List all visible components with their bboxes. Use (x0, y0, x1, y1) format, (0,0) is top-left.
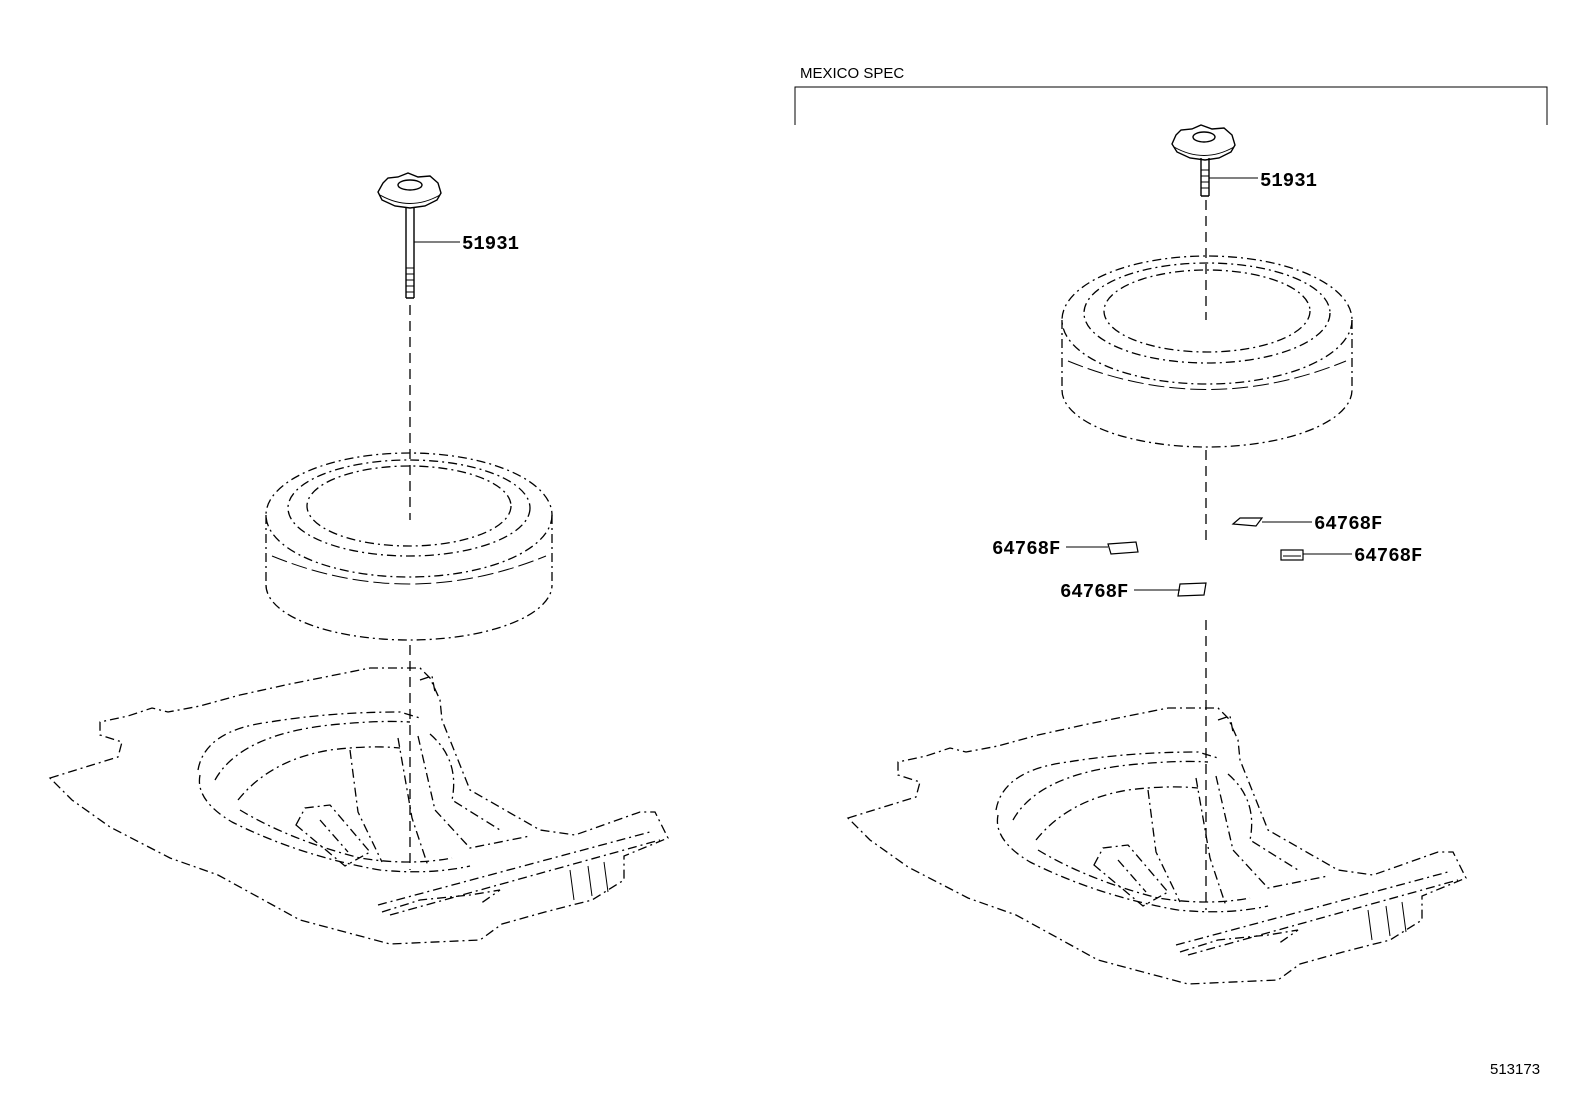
right-floor-pan (846, 707, 1467, 985)
reference-number: 513173 (1490, 1061, 1540, 1078)
right-spare-tire (1061, 255, 1353, 448)
left-spare-tire (265, 452, 553, 641)
right-bolt-part-number: 51931 (1260, 170, 1317, 192)
pad-part-number-1: 64768F (1314, 513, 1382, 535)
pad-part-number-3: 64768F (992, 538, 1060, 560)
left-hold-down-bolt (377, 172, 442, 299)
spec-heading: MEXICO SPEC (800, 65, 904, 82)
pad-left: 64768F (992, 538, 1139, 560)
pad-upper-right: 64768F (1231, 513, 1382, 535)
right-assembly: MEXICO SPEC 51931 64768 (794, 65, 1548, 985)
pad-lower-center: 64768F (1060, 581, 1207, 603)
right-hold-down-bolt (1171, 124, 1236, 197)
spec-bracket (794, 86, 1548, 125)
pad-part-number-2: 64768F (1354, 545, 1422, 567)
pad-part-number-4: 64768F (1060, 581, 1128, 603)
left-floor-pan (48, 667, 669, 945)
pad-far-right: 64768F (1280, 545, 1422, 567)
left-bolt-part-number: 51931 (462, 233, 519, 255)
left-assembly: 51931 (48, 172, 669, 945)
